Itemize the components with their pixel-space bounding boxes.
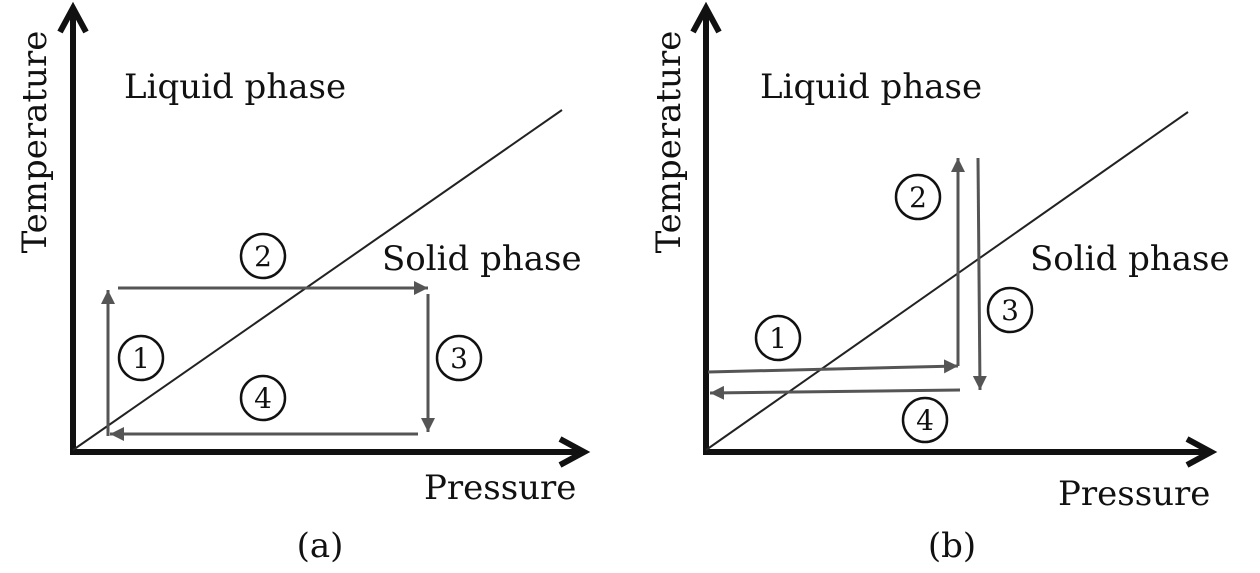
step-1-label-b: 1 — [769, 322, 787, 355]
y-axis-label-a: Temperature — [15, 31, 55, 254]
x-axis-arrowhead-b — [1185, 436, 1218, 468]
step-3-marker-b: 3 — [986, 286, 1034, 334]
x-axis-label-a: Pressure — [424, 468, 576, 508]
step-1-marker-a: 1 — [117, 334, 165, 382]
phase-boundary-line-b — [705, 111, 1189, 451]
y-axis-arrowhead-b — [690, 1, 722, 34]
step-2-marker-a: 2 — [239, 232, 287, 280]
step-3-label-a: 3 — [450, 342, 468, 375]
caption-b: (b) — [928, 526, 976, 566]
caption-a: (a) — [297, 526, 344, 566]
step-4-arrow-b — [709, 385, 961, 400]
panel-b: 1 2 3 4 Liquid phase Solid phase Pressur… — [649, 1, 1230, 566]
step-4-marker-b: 4 — [901, 396, 949, 444]
region-label-solid-b: Solid phase — [1030, 239, 1230, 279]
step-4-marker-a: 4 — [239, 374, 287, 422]
x-axis-label-b: Pressure — [1058, 474, 1210, 514]
region-label-solid-a: Solid phase — [382, 239, 582, 279]
step-3-marker-a: 3 — [435, 334, 483, 382]
panel-a: 1 2 3 4 Liquid phase Solid phase Pressur… — [15, 1, 591, 566]
step-4-label-b: 4 — [916, 404, 934, 437]
region-label-liquid-a: Liquid phase — [124, 67, 346, 107]
step-2-marker-b: 2 — [894, 173, 942, 221]
y-axis-arrowhead-a — [57, 1, 89, 34]
x-axis-arrowhead-a — [558, 436, 591, 468]
step-3-label-b: 3 — [1001, 294, 1019, 327]
step-1-label-a: 1 — [132, 342, 150, 375]
region-label-liquid-b: Liquid phase — [760, 67, 982, 107]
step-2-label-b: 2 — [909, 181, 927, 214]
phase-boundary-line-a — [72, 109, 563, 451]
step-2-label-a: 2 — [254, 240, 272, 273]
y-axis-label-b: Temperature — [649, 31, 689, 254]
step-3-arrow-b — [972, 157, 987, 391]
step-1-arrow-b — [707, 359, 959, 374]
step-1-marker-b: 1 — [754, 314, 802, 362]
step-4-label-a: 4 — [254, 382, 272, 415]
